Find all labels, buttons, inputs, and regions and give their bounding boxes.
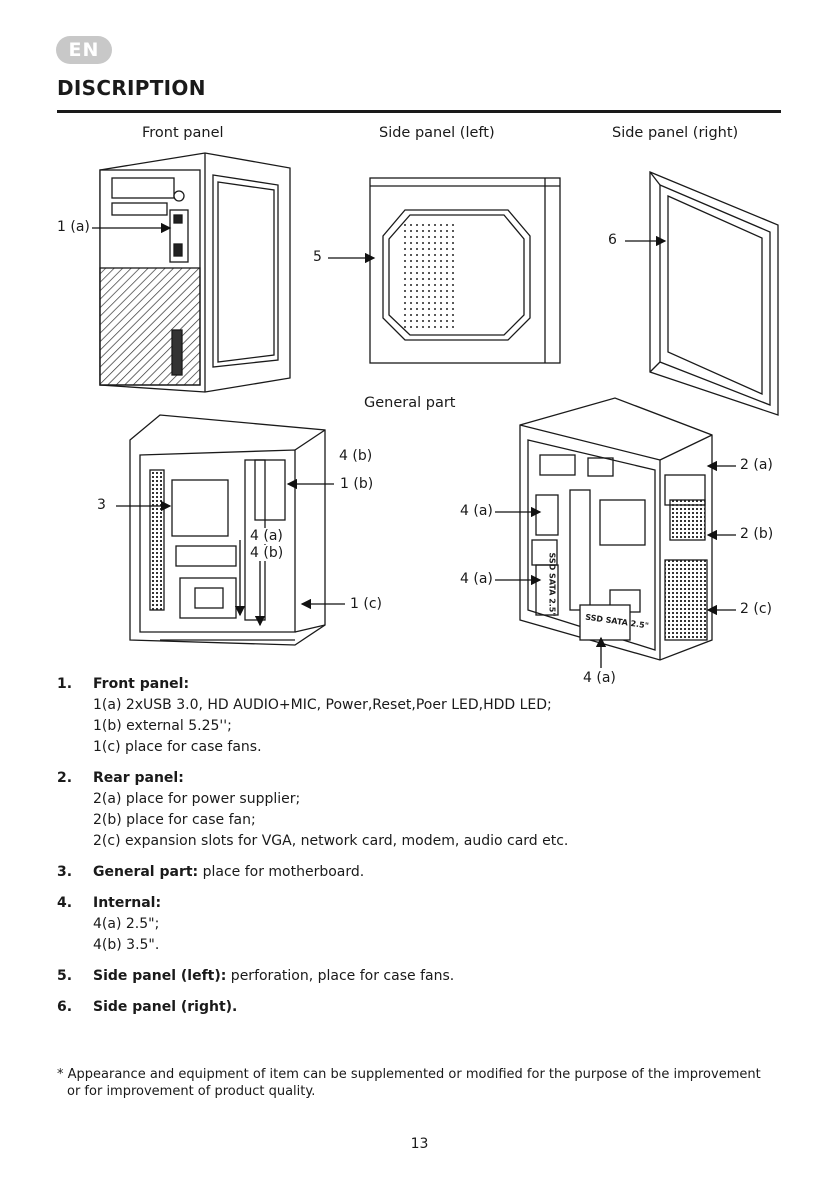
footnote-line-1: * Appearance and equipment of item can b… (57, 1067, 761, 1082)
item-heading: Rear panel: (93, 770, 184, 786)
item-number: 4. (57, 895, 73, 911)
front-panel-drawing (99, 152, 291, 393)
caption-side-left: Side panel (left) (379, 125, 495, 141)
item-sub: 2(c) expansion slots for VGA, network ca… (93, 833, 569, 849)
item-sub: 1(b) external 5.25''; (93, 718, 232, 734)
caption-front-panel: Front panel (142, 125, 224, 141)
item-number: 3. (57, 864, 73, 880)
caption-general-part: General part (364, 395, 456, 411)
callout-2a: 2 (a) (740, 457, 773, 473)
item-sub: 1(a) 2xUSB 3.0, HD AUDIO+MIC, Power,Rese… (93, 697, 552, 713)
item-number: 2. (57, 770, 73, 786)
item-number: 6. (57, 999, 73, 1015)
callout-4a-inner: 4 (a) (250, 528, 283, 544)
item-sub: 2(a) place for power supplier; (93, 791, 301, 807)
list-item-5: 5. Side panel (left): perforation, place… (57, 966, 797, 987)
callout-2c: 2 (c) (740, 601, 772, 617)
callout-4a-right-mid: 4 (a) (460, 571, 493, 587)
callout-5: 5 (313, 249, 322, 265)
item-number: 1. (57, 676, 73, 692)
callout-1b: 1 (b) (340, 476, 374, 492)
item-number: 5. (57, 968, 73, 984)
general-part-left-drawing (129, 414, 326, 646)
callout-1a-front: 1 (a) (57, 219, 90, 235)
list-item-6: 6. Side panel (right). (57, 997, 797, 1018)
item-heading: General part: (93, 864, 199, 880)
callout-2b: 2 (b) (740, 526, 774, 542)
footnote-line-2: or for improvement of product quality. (67, 1084, 316, 1099)
item-heading: Side panel (left): (93, 968, 227, 984)
item-text: perforation, place for case fans. (226, 968, 455, 984)
list-item-2: 2. Rear panel: 2(a) place for power supp… (57, 768, 797, 852)
general-part-right-drawing (519, 397, 713, 661)
callout-6: 6 (608, 232, 617, 248)
list-item-4: 4. Internal: 4(a) 2.5"; 4(b) 3.5". (57, 893, 797, 956)
title-rule (57, 110, 781, 113)
list-item-1: 1. Front panel: 1(a) 2xUSB 3.0, HD AUDIO… (57, 674, 797, 758)
callout-arrows (92, 222, 736, 668)
item-sub: 1(c) place for case fans. (93, 739, 262, 755)
callout-4a-right-bottom: 4 (a) (583, 670, 616, 686)
item-text: place for motherboard. (198, 864, 365, 880)
ssd-label-side: SSD SATA 2.5" (547, 552, 557, 617)
side-left-drawing (369, 177, 561, 364)
page-title: DISCRIPTION (57, 76, 206, 100)
item-heading: Internal: (93, 895, 162, 911)
callout-1c: 1 (c) (350, 596, 382, 612)
item-sub: 4(a) 2.5"; (93, 916, 160, 932)
caption-side-right: Side panel (right) (612, 125, 739, 141)
item-sub: 2(b) place for case fan; (93, 812, 256, 828)
description-list: 1. Front panel: 1(a) 2xUSB 3.0, HD AUDIO… (57, 674, 797, 1028)
callout-4b-inner: 4 (b) (250, 545, 284, 561)
item-sub: 4(b) 3.5". (93, 937, 160, 953)
footnote: * Appearance and equipment of item can b… (57, 1066, 787, 1100)
side-right-drawing (649, 171, 779, 416)
item-heading: Side panel (right). (93, 999, 238, 1015)
item-heading: Front panel: (93, 676, 190, 692)
callout-3: 3 (97, 497, 106, 513)
callout-4b-top: 4 (b) (339, 448, 373, 464)
language-badge: EN (56, 36, 112, 64)
page-number: 13 (410, 1136, 429, 1152)
list-item-3: 3. General part: place for motherboard. (57, 862, 797, 883)
callout-4a-right-top: 4 (a) (460, 503, 493, 519)
